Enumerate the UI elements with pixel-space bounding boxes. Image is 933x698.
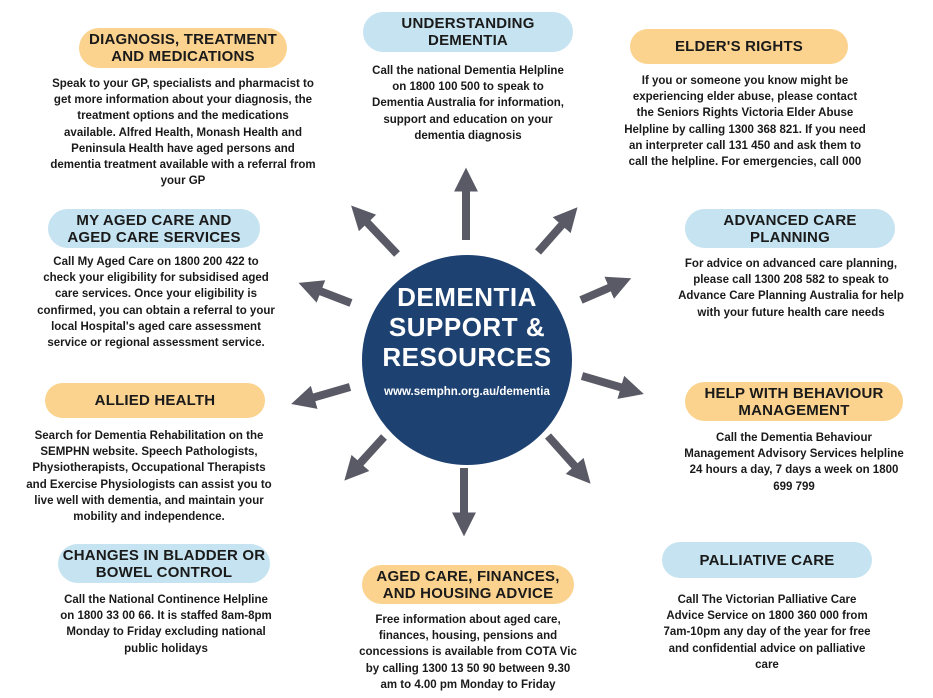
center-title: DEMENTIA SUPPORT & RESOURCES [382, 282, 552, 372]
understanding-text: Call the national Dementia Helpline on 1… [372, 65, 564, 142]
allied-health-text: Search for Dementia Rehabilitation on th… [26, 430, 272, 524]
center-circle: DEMENTIA SUPPORT & RESOURCES www.semphn.… [362, 255, 572, 465]
my-aged-care-text: Call My Aged Care on 1800 200 422 to che… [37, 256, 275, 350]
arrow-up-left [351, 205, 400, 257]
arrow-left-lower [291, 383, 352, 409]
diagnosis-text: Speak to your GP, specialists and pharma… [50, 78, 316, 188]
behaviour-text: Call the Dementia Behaviour Management A… [684, 432, 904, 493]
elders-rights-heading: ELDER'S RIGHTS [630, 29, 848, 64]
elders-rights-text: If you or someone you know might be expe… [624, 75, 866, 169]
center-url: www.semphn.org.au/dementia [384, 386, 550, 398]
palliative-heading: PALLIATIVE CARE [662, 542, 872, 578]
finances-heading: AGED CARE, FINANCES,AND HOUSING ADVICE [362, 565, 574, 604]
arrow-left-upper [298, 280, 353, 307]
palliative-text: Call The Victorian Palliative Care Advic… [663, 594, 871, 671]
arrow-up-right [535, 207, 578, 255]
advanced-care-text: For advice on advanced care planning, pl… [678, 258, 904, 319]
arrow-right-upper [579, 276, 632, 304]
arrow-right-lower [580, 372, 644, 399]
arrow-down-right [545, 433, 591, 484]
allied-health-heading: ALLIED HEALTH [45, 383, 265, 418]
bladder-text: Call the National Continence Helpline on… [60, 594, 272, 655]
arrow-down-left [344, 434, 387, 481]
finances-text: Free information about aged care, financ… [359, 614, 577, 691]
